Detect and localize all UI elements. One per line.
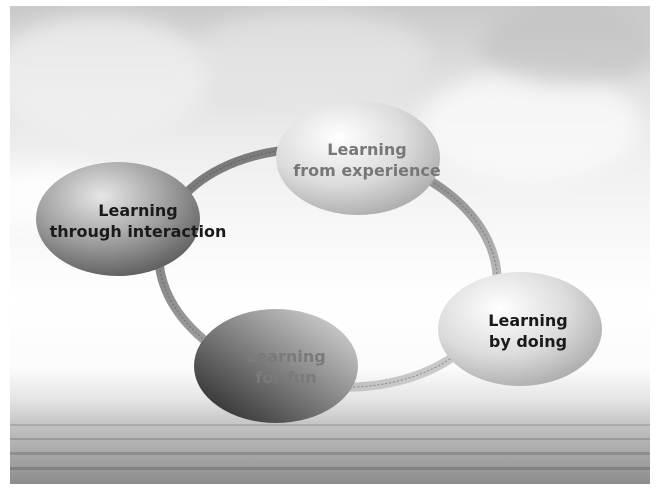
node-doing-line-1: Learning [488,311,568,330]
slide: Learning from experience Learning throug… [10,6,650,484]
node-interaction-line-1: Learning [98,201,178,220]
node-fun-line-1: Learning [246,347,326,366]
cloud-background [10,6,650,226]
node-experience-line-1: Learning [327,140,407,159]
node-experience-line-2: from experience [293,161,441,180]
cycle-diagram [10,6,650,470]
node-fun-label: Learning for fun [206,346,366,388]
node-doing-label: Learning by doing [448,310,608,352]
node-fun [194,309,358,423]
node-experience-label: Learning from experience [282,139,452,181]
node-experience [276,101,440,215]
node-interaction-label: Learning through interaction [38,200,238,242]
node-fun-line-2: for fun [255,368,317,387]
node-interaction-line-2: through interaction [49,222,227,241]
node-interaction [36,162,200,276]
sea-background [10,424,650,470]
node-doing-line-2: by doing [488,332,568,351]
node-doing [438,272,602,386]
